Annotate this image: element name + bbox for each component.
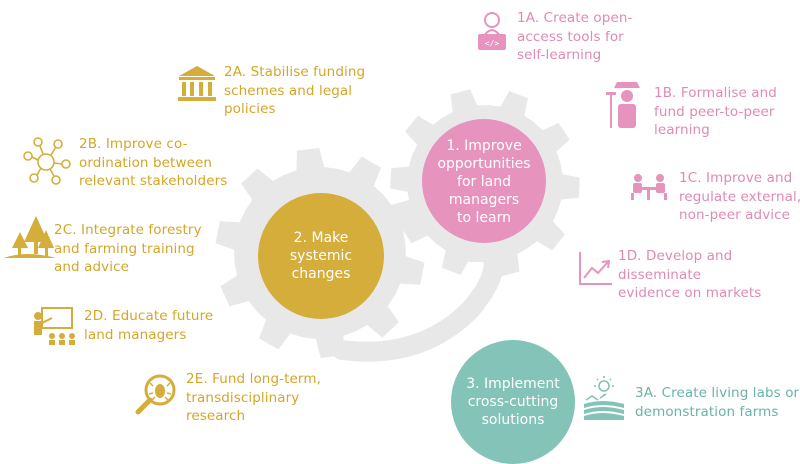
farmer-icon (606, 82, 640, 128)
action-line: policies (224, 101, 276, 117)
action-line: 2A. Stabilise funding (224, 64, 366, 80)
action-2a-label: 2A. Stabilise funding schemes and legal … (224, 63, 365, 119)
action-line: and advice (54, 259, 129, 275)
action-line: 2B. Improve co- (79, 136, 188, 152)
living-lab-icon (584, 376, 624, 420)
magnifier-bug-icon (135, 374, 176, 415)
institution-icon (178, 66, 216, 101)
action-line: fund peer-to-peer (654, 103, 775, 120)
hub-learn-line: 1. Improve (446, 138, 522, 154)
action-line: 3A. Create living labs or (635, 385, 800, 401)
action-2b-label: 2B. Improve co- ordination between relev… (79, 135, 227, 191)
action-line: learning (654, 122, 710, 138)
action-line: 2C. Integrate forestry (54, 222, 202, 238)
hub-learn-line: to learn (457, 210, 511, 226)
action-line: access tools for (517, 28, 624, 45)
action-line: disseminate (618, 266, 702, 283)
action-line: 2D. Educate future (84, 308, 214, 324)
action-1c-label: 1C. Improve and regulate external, non-p… (679, 169, 800, 225)
action-line: 1A. Create open- (517, 10, 633, 26)
action-line: 1C. Improve and (679, 170, 793, 186)
action-line: relevant stakeholders (79, 173, 228, 189)
action-line: 2E. Fund long-term, (186, 371, 321, 387)
action-line: schemes and legal (224, 82, 353, 99)
action-line: and farming training (54, 240, 195, 257)
hub-learn-line: managers (448, 192, 520, 208)
action-line: transdisciplinary (186, 389, 300, 406)
meeting-table-icon (631, 174, 667, 200)
trend-chart-icon (579, 252, 612, 285)
cycle-arrow (332, 245, 504, 362)
hub-learn-line: for land (457, 174, 511, 190)
action-line: evidence on markets (618, 285, 762, 301)
action-line: 1B. Formalise and (654, 85, 777, 101)
person-laptop-icon: </> (478, 12, 506, 50)
hub-systemic-circle (258, 193, 384, 319)
action-3a-label: 3A. Create living labs or demonstration … (635, 384, 799, 421)
action-line: land managers (84, 326, 187, 343)
hub-systemic-line: systemic (289, 248, 353, 264)
hub-cross-line: cross-cutting (467, 394, 559, 410)
action-line: demonstration farms (635, 403, 779, 420)
hub-cross-line: 3. Implement (466, 376, 560, 392)
teacher-icon (34, 307, 75, 345)
action-line: 1D. Develop and (618, 248, 733, 264)
action-line: non-peer advice (679, 207, 791, 223)
hub-cross-line: solutions (481, 412, 545, 428)
hub-learn-line: opportunities (437, 156, 531, 172)
hub-learn-label: 1. Improve opportunities for land manage… (424, 137, 544, 227)
action-line: ordination between (79, 154, 213, 171)
action-1b-label: 1B. Formalise and fund peer-to-peer lear… (654, 84, 777, 140)
action-2c-label: 2C. Integrate forestry and farming train… (54, 221, 202, 277)
hub-systemic-label: 2. Make systemic changes (261, 229, 381, 283)
forest-icon (4, 216, 56, 258)
action-line: regulate external, (679, 188, 800, 205)
action-1a-label: 1A. Create open- access tools for self-l… (517, 9, 632, 65)
hub-cross-label: 3. Implement cross-cutting solutions (453, 375, 573, 429)
hub-learn-circle (422, 119, 546, 243)
hub-systemic-line: 2. Make (293, 230, 349, 246)
hub-cross-circle (451, 340, 575, 464)
action-2d-label: 2D. Educate future land managers (84, 307, 213, 344)
action-1d-label: 1D. Develop and disseminate evidence on … (618, 247, 761, 303)
cycle-arrowhead (468, 232, 512, 262)
hub-systemic-line: changes (291, 266, 351, 282)
action-line: research (186, 408, 246, 424)
action-2e-label: 2E. Fund long-term, transdisciplinary re… (186, 370, 321, 426)
svg-text:</>: </> (485, 39, 500, 48)
action-line: self-learning (517, 47, 602, 63)
network-icon (23, 137, 71, 185)
